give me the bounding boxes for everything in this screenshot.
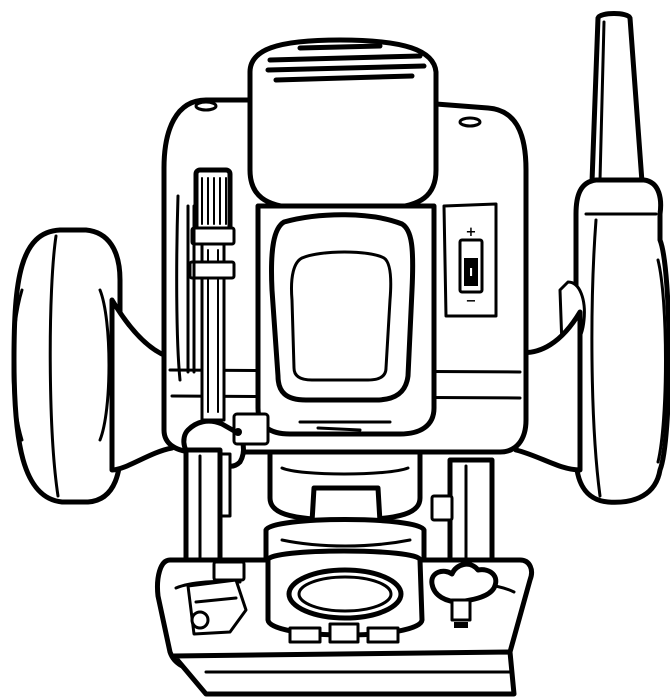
turret-stop [186,560,248,636]
front-panel [255,203,437,437]
base-clips [288,622,400,644]
right-handle [573,177,670,505]
switch-position-label: I [469,266,473,279]
switch-plus-label: + [466,225,477,240]
right-handle-stem [513,309,583,473]
base-opening [265,548,425,638]
power-cord [589,11,645,185]
base-lock-knob [429,561,499,628]
left-handle [11,227,123,505]
front-window [290,250,393,382]
front-panel-ridge [298,420,392,432]
motor-cap [247,37,439,211]
depth-stop-rod [186,167,236,422]
switch-minus-label: − [466,294,477,309]
power-switch: + − I [442,202,498,318]
